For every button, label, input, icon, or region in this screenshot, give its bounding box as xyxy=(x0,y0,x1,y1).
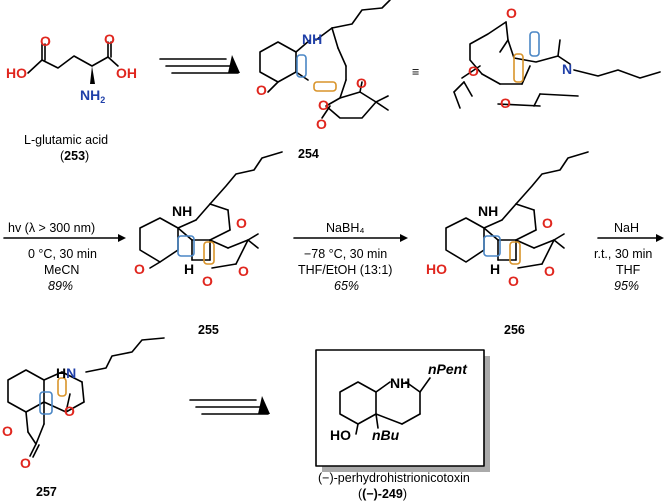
compound-249-structure xyxy=(339,377,431,435)
highlight-blue-conformer xyxy=(529,31,540,57)
atom-npent-249: nPent xyxy=(428,361,468,377)
atom-oh-253: OH xyxy=(116,65,137,81)
label-254-number: 254 xyxy=(298,147,319,161)
atom-o-253b: O xyxy=(104,31,115,47)
atom-o-257a: O xyxy=(2,423,13,439)
atom-o-255c: O xyxy=(238,263,249,279)
highlight-blue-255 xyxy=(177,235,195,257)
atom-h-256: H xyxy=(490,261,500,277)
step1-yield: 89% xyxy=(48,279,73,293)
step3-conditions-above: NaH xyxy=(614,221,639,235)
highlight-orange-254 xyxy=(313,81,337,92)
multistep-arrows-2 xyxy=(189,396,270,415)
highlight-orange-256 xyxy=(509,241,521,265)
atom-o-256c: O xyxy=(508,273,519,289)
atom-ho-249: HO xyxy=(330,427,351,443)
step3-yield: 95% xyxy=(614,279,639,293)
label-256-number: 256 xyxy=(504,323,525,337)
atom-hn-249: NH xyxy=(390,375,410,391)
atom-hn-257: HN xyxy=(56,365,76,381)
step3-conditions-line1: r.t., 30 min xyxy=(594,247,652,261)
step2-yield: 65% xyxy=(334,279,359,293)
atom-o-conf-b: O xyxy=(468,63,479,79)
atom-o-conf-a: O xyxy=(506,5,517,21)
atom-o-256a: O xyxy=(542,215,553,231)
highlight-blue-256 xyxy=(483,235,501,257)
compound-254-structure xyxy=(259,0,391,119)
glutamic-acid-structure xyxy=(27,41,119,84)
atom-o-254a: O xyxy=(256,82,267,98)
highlight-orange-255 xyxy=(203,241,215,265)
target-box xyxy=(315,349,485,467)
atom-o-257c: O xyxy=(20,455,31,471)
step2-conditions-line1: −78 °C, 30 min xyxy=(304,247,387,261)
compound-254-conformer xyxy=(453,21,661,109)
atom-o-254d: O xyxy=(356,75,367,91)
step1-conditions-line2: MeCN xyxy=(44,263,79,277)
atom-n-conf: N xyxy=(562,61,572,77)
atom-h-255: H xyxy=(184,261,194,277)
label-249-number: ((−)-249) xyxy=(358,487,407,501)
atom-nh-256: NH xyxy=(478,203,498,219)
compound-257-structure xyxy=(7,337,165,458)
multistep-arrows-1 xyxy=(159,55,240,74)
step3-conditions-line2: THF xyxy=(616,263,641,277)
highlight-orange-257 xyxy=(57,377,67,397)
atom-o-256b: O xyxy=(544,263,555,279)
highlight-blue-254 xyxy=(296,54,307,78)
atom-o-255d: O xyxy=(202,273,213,289)
atom-ho-253: HO xyxy=(6,65,27,81)
atom-o-255b: O xyxy=(236,215,247,231)
compound-256-structure xyxy=(445,151,589,269)
atom-nh-255: NH xyxy=(172,203,192,219)
label-253-number: (253) xyxy=(60,149,89,163)
atom-nbu-249: nBu xyxy=(372,427,400,443)
compound-255-structure xyxy=(139,151,283,269)
atom-o-254b: O xyxy=(316,116,327,132)
atom-nh-254: NH xyxy=(302,31,322,47)
atom-o-257b: O xyxy=(64,403,75,419)
highlight-blue-257 xyxy=(39,391,53,415)
equiv-symbol: ≡ xyxy=(412,65,419,79)
label-255-number: 255 xyxy=(198,323,219,337)
atom-o-254c: O xyxy=(318,97,329,113)
atom-o-253a: O xyxy=(40,33,51,49)
highlight-orange-conformer xyxy=(513,53,524,83)
step1-conditions-line1: 0 °C, 30 min xyxy=(28,247,97,261)
step2-conditions-above: NaBH₄ xyxy=(326,221,364,235)
atom-o-conf-c: O xyxy=(500,95,511,111)
label-249-name: (−)-perhydrohistrionicotoxin xyxy=(318,471,470,485)
atom-ho-256: HO xyxy=(426,261,447,277)
atom-o-255a: O xyxy=(134,261,145,277)
atom-nh2-253: NH2 xyxy=(80,87,105,105)
step1-conditions-above: hv (λ > 300 nm) xyxy=(8,221,95,235)
label-253-name: L-glutamic acid xyxy=(24,133,108,147)
label-257-number: 257 xyxy=(36,485,57,499)
step2-conditions-line2: THF/EtOH (13:1) xyxy=(298,263,392,277)
